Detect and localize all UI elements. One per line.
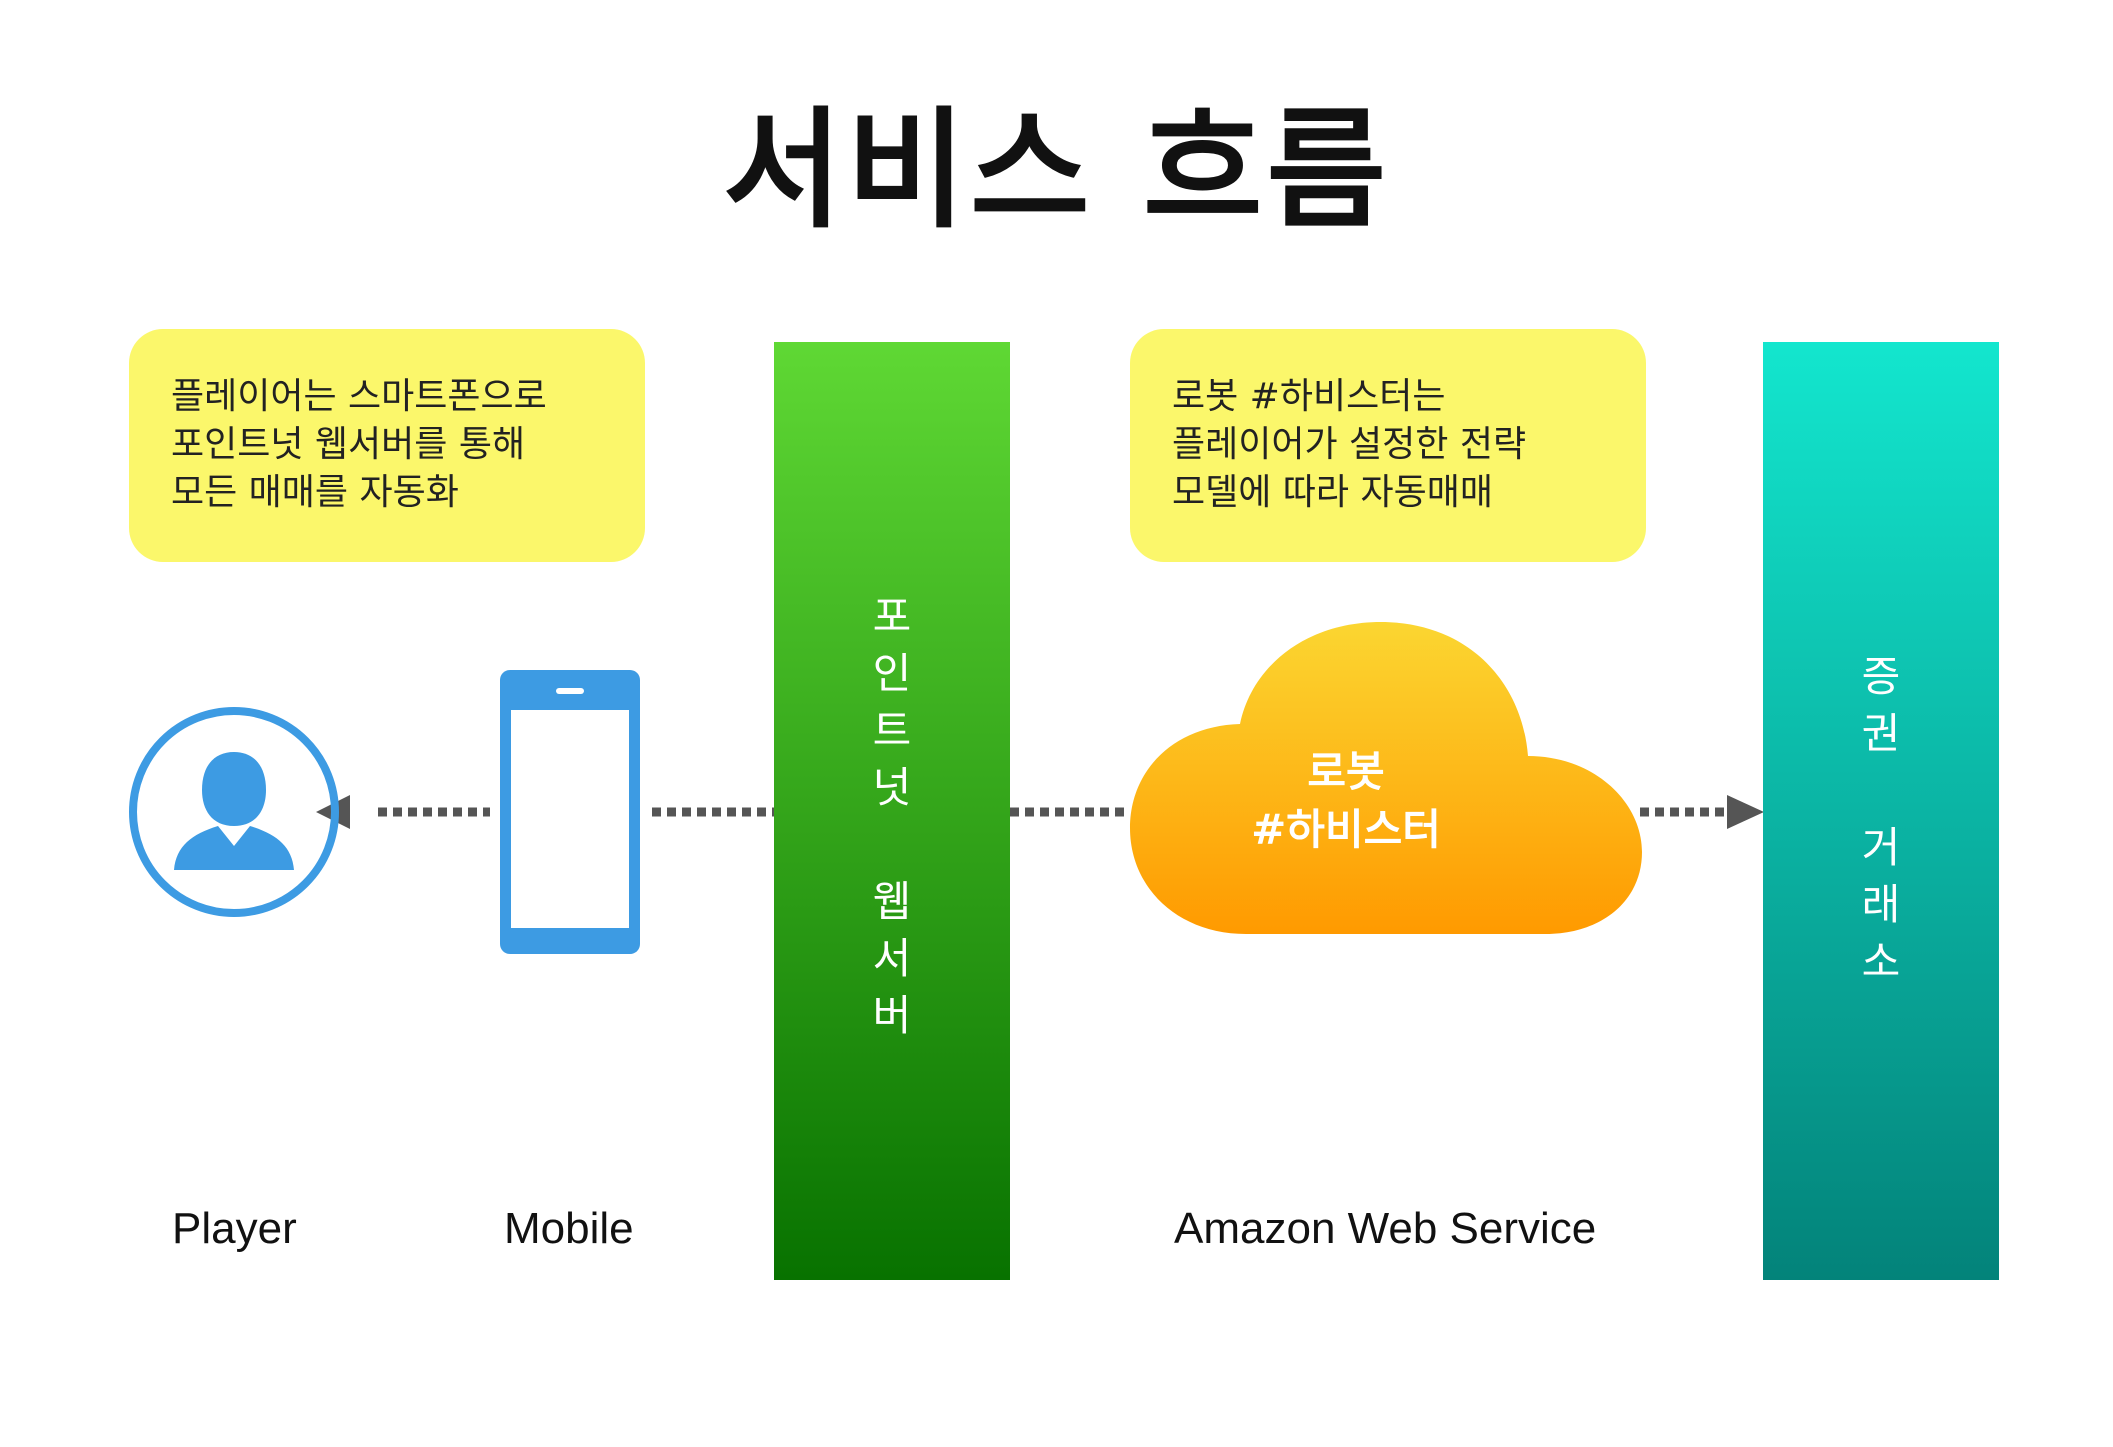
cloud-label-line: 로봇 bbox=[1307, 747, 1385, 796]
player-label: Player bbox=[172, 1204, 297, 1253]
mobile-label: Mobile bbox=[504, 1204, 634, 1253]
webserver-label-char: 포 bbox=[872, 592, 912, 641]
page-title: 서비스 흐름 bbox=[722, 94, 1391, 246]
arrow-right-icon bbox=[1727, 795, 1764, 829]
player-note-line: 포인트넛 웹서버를 통해 bbox=[171, 424, 526, 465]
robot-note-line: 모델에 따라 자동매매 bbox=[1172, 472, 1493, 513]
smartphone-icon bbox=[500, 670, 640, 954]
exchange-label-char: 거 bbox=[1861, 823, 1901, 872]
player-note-line: 플레이어는 스마트폰으로 bbox=[171, 376, 547, 417]
robot-note: 로봇 #하비스터는 플레이어가 설정한 전략 모델에 따라 자동매매 bbox=[1130, 329, 1646, 562]
cloud-label: 로봇 #하비스터 bbox=[1186, 743, 1506, 859]
robot-note-line: 플레이어가 설정한 전략 bbox=[1172, 424, 1527, 465]
webserver-label-char: 트 bbox=[872, 706, 912, 755]
exchange-label-char: 증 bbox=[1861, 652, 1901, 701]
webserver-label-char: 버 bbox=[872, 991, 912, 1040]
aws-label: Amazon Web Service bbox=[1174, 1204, 1597, 1253]
exchange-label-char: 래 bbox=[1861, 880, 1901, 929]
webserver-label-char: 인 bbox=[872, 649, 912, 698]
webserver-column: 포 인 트 넛 웹 서 버 bbox=[774, 342, 1010, 1280]
cloud-label-line: #하비스터 bbox=[1251, 805, 1441, 854]
robot-note-line: 로봇 #하비스터는 bbox=[1172, 376, 1446, 417]
cloud-icon bbox=[1130, 622, 1642, 934]
webserver-label-char: 서 bbox=[872, 934, 912, 983]
exchange-column: 증 권 거 래 소 bbox=[1763, 342, 1999, 1280]
exchange-label-char: 소 bbox=[1861, 937, 1901, 986]
webserver-label-char: 넛 bbox=[872, 763, 912, 812]
exchange-label-char: 권 bbox=[1861, 709, 1901, 758]
webserver-label-char: 웹 bbox=[872, 877, 912, 926]
player-note-line: 모든 매매를 자동화 bbox=[171, 472, 459, 513]
user-avatar-icon bbox=[129, 707, 339, 917]
player-note: 플레이어는 스마트폰으로 포인트넛 웹서버를 통해 모든 매매를 자동화 bbox=[129, 329, 645, 562]
